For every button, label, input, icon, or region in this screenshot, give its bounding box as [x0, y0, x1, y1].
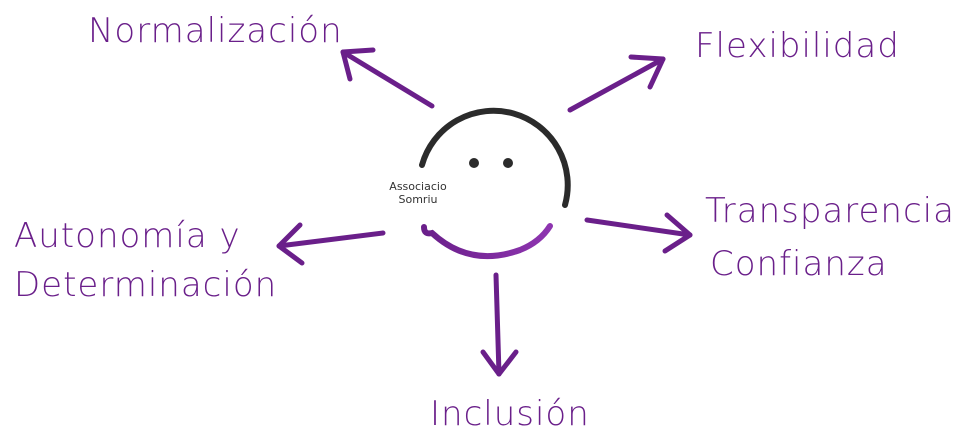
arrow-transparencia	[584, 212, 693, 254]
label-transparencia-line-1: Transparencia y	[705, 191, 960, 231]
right-eye	[503, 158, 513, 168]
label-flexibilidad: Flexibilidad	[695, 26, 900, 66]
logo-line-1: Associacio	[389, 180, 447, 193]
left-eye	[469, 158, 479, 168]
arrow-autonomia	[276, 222, 386, 266]
label-autonomia-line-2: Determinación	[14, 265, 277, 305]
logo: Associacio Somriu	[389, 180, 447, 206]
smile-mouth	[421, 223, 553, 260]
face-outline-top	[419, 107, 571, 208]
arrow-inclusion	[480, 272, 519, 377]
label-normalizacion: Normalización	[88, 11, 343, 51]
arrow-normalizacion	[340, 47, 435, 109]
logo-line-2: Somriu	[399, 193, 438, 206]
label-transparencia-line-2: Confianza	[710, 244, 888, 284]
smiley-face	[419, 107, 571, 260]
label-autonomia-line-1: Autonomía y	[14, 216, 241, 256]
arrow-flexibilidad	[567, 54, 666, 113]
label-inclusion: Inclusión	[430, 394, 590, 434]
